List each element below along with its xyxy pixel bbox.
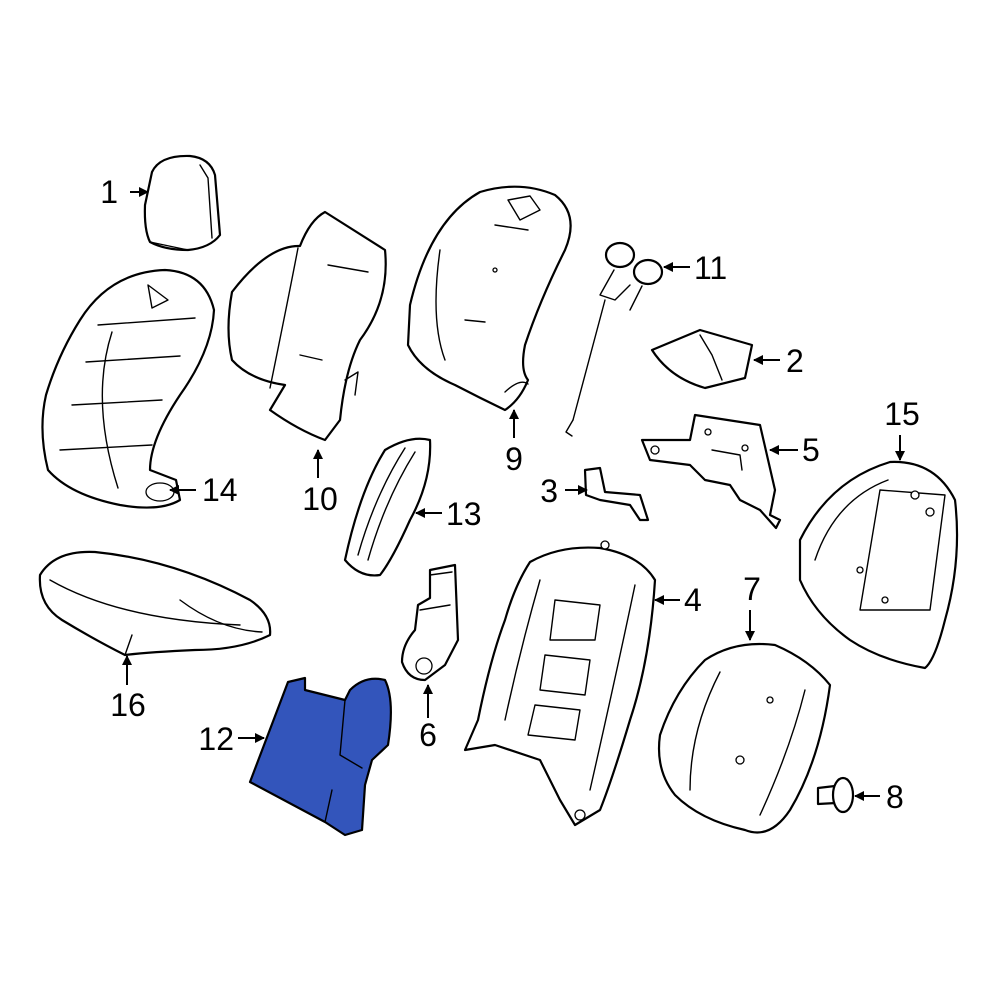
callout-1: 1 — [100, 174, 118, 210]
part-11-cable-harness[interactable] — [565, 241, 664, 437]
part-12-highlight-shape — [248, 676, 392, 837]
part-1-headrest[interactable] — [143, 154, 222, 252]
part-10-backrest-pad[interactable] — [227, 210, 387, 442]
callout-6: 6 — [419, 717, 437, 753]
callout-13: 13 — [446, 496, 482, 532]
part-4-backrest-frame[interactable] — [463, 540, 657, 827]
callout-10: 10 — [302, 481, 338, 517]
part-16-seat-cushion[interactable] — [38, 550, 272, 657]
callout-16: 16 — [110, 687, 146, 723]
part-13-side-pad[interactable] — [343, 437, 432, 577]
callout-9: 9 — [505, 441, 523, 477]
part-9-backrest-cover[interactable] — [406, 185, 572, 412]
callout-12: 12 — [198, 721, 234, 757]
part-15-rear-panel[interactable] — [798, 460, 959, 670]
callout-3: 3 — [540, 473, 558, 509]
callout-leaders — [122, 187, 905, 801]
callout-4: 4 — [684, 582, 702, 618]
part-6-actuator[interactable] — [400, 563, 460, 682]
part-14-backrest-cover[interactable] — [41, 268, 216, 509]
callout-15: 15 — [884, 396, 920, 432]
callout-labels: 1 2 3 4 5 6 7 8 9 10 11 12 13 14 15 16 — [100, 174, 920, 815]
part-7-rear-frame[interactable] — [657, 642, 832, 834]
callout-14: 14 — [202, 472, 238, 508]
part-2-pad[interactable] — [650, 328, 754, 390]
callout-5: 5 — [802, 432, 820, 468]
callout-7: 7 — [743, 571, 761, 607]
part-5-bracket[interactable] — [640, 413, 782, 530]
part-12-control-module[interactable] — [248, 676, 392, 837]
callout-11: 11 — [694, 250, 727, 286]
part-8-pin[interactable] — [816, 776, 855, 814]
callout-2: 2 — [786, 343, 804, 379]
callout-8: 8 — [886, 779, 904, 815]
part-3-bracket[interactable] — [583, 466, 650, 522]
